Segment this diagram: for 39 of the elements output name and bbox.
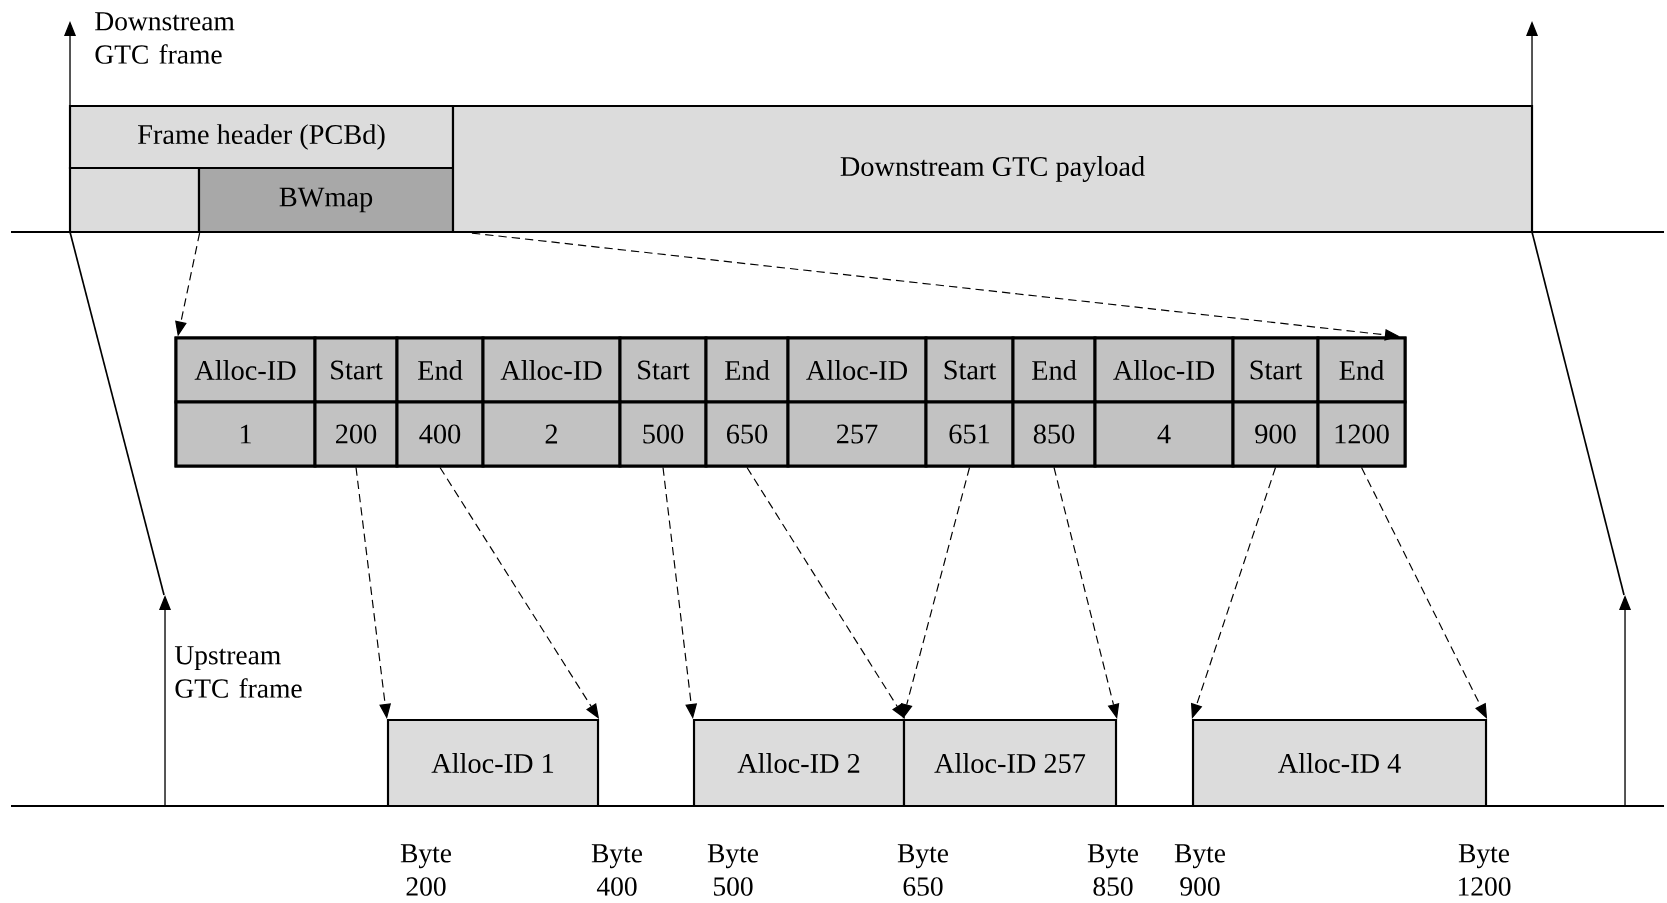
table-cell: 1 <box>174 400 317 468</box>
table-cell: 1200 <box>1316 400 1407 468</box>
table-cell: End <box>704 336 790 404</box>
byte-label: Byte 200 <box>400 844 451 896</box>
table-cell: Start <box>924 336 1015 404</box>
table-cell: 4 <box>1093 400 1235 468</box>
allocation-box: Alloc-ID 2 <box>692 718 906 808</box>
table-cell: 850 <box>1011 400 1097 468</box>
table-cell: 400 <box>395 400 485 468</box>
table-cell: 500 <box>618 400 708 468</box>
table-cell: Start <box>1231 336 1320 404</box>
frame-field: BWmap <box>197 166 455 234</box>
table-cell: Start <box>618 336 708 404</box>
table-cell: Alloc-ID <box>174 336 317 404</box>
table-cell: End <box>1316 336 1407 404</box>
table-cell: 900 <box>1231 400 1320 468</box>
table-cell: End <box>1011 336 1097 404</box>
table-cell: Alloc-ID <box>1093 336 1235 404</box>
table-cell: Alloc-ID <box>481 336 622 404</box>
table-cell: Start <box>313 336 399 404</box>
allocation-box: Alloc-ID 257 <box>902 718 1118 808</box>
allocation-box: Alloc-ID 4 <box>1191 718 1488 808</box>
table-cell: 651 <box>924 400 1015 468</box>
byte-label: Byte 1200 <box>1458 844 1511 896</box>
byte-label: Byte 400 <box>591 844 642 896</box>
frame-field <box>68 166 201 234</box>
byte-label: Byte 650 <box>897 844 948 896</box>
table-cell: 200 <box>313 400 399 468</box>
byte-label: Byte 900 <box>1174 844 1225 896</box>
table-cell: End <box>395 336 485 404</box>
table-cell: 650 <box>704 400 790 468</box>
table-cell: Alloc-ID <box>786 336 928 404</box>
table-cell: 2 <box>481 400 622 468</box>
byte-label: Byte 500 <box>707 844 758 896</box>
table-cell: 257 <box>786 400 928 468</box>
allocation-box: Alloc-ID 1 <box>386 718 600 808</box>
frame-label: Downstream GTC frame <box>95 12 235 64</box>
byte-label: Byte 850 <box>1087 844 1138 896</box>
frame-label: Upstream GTC frame <box>174 646 302 698</box>
